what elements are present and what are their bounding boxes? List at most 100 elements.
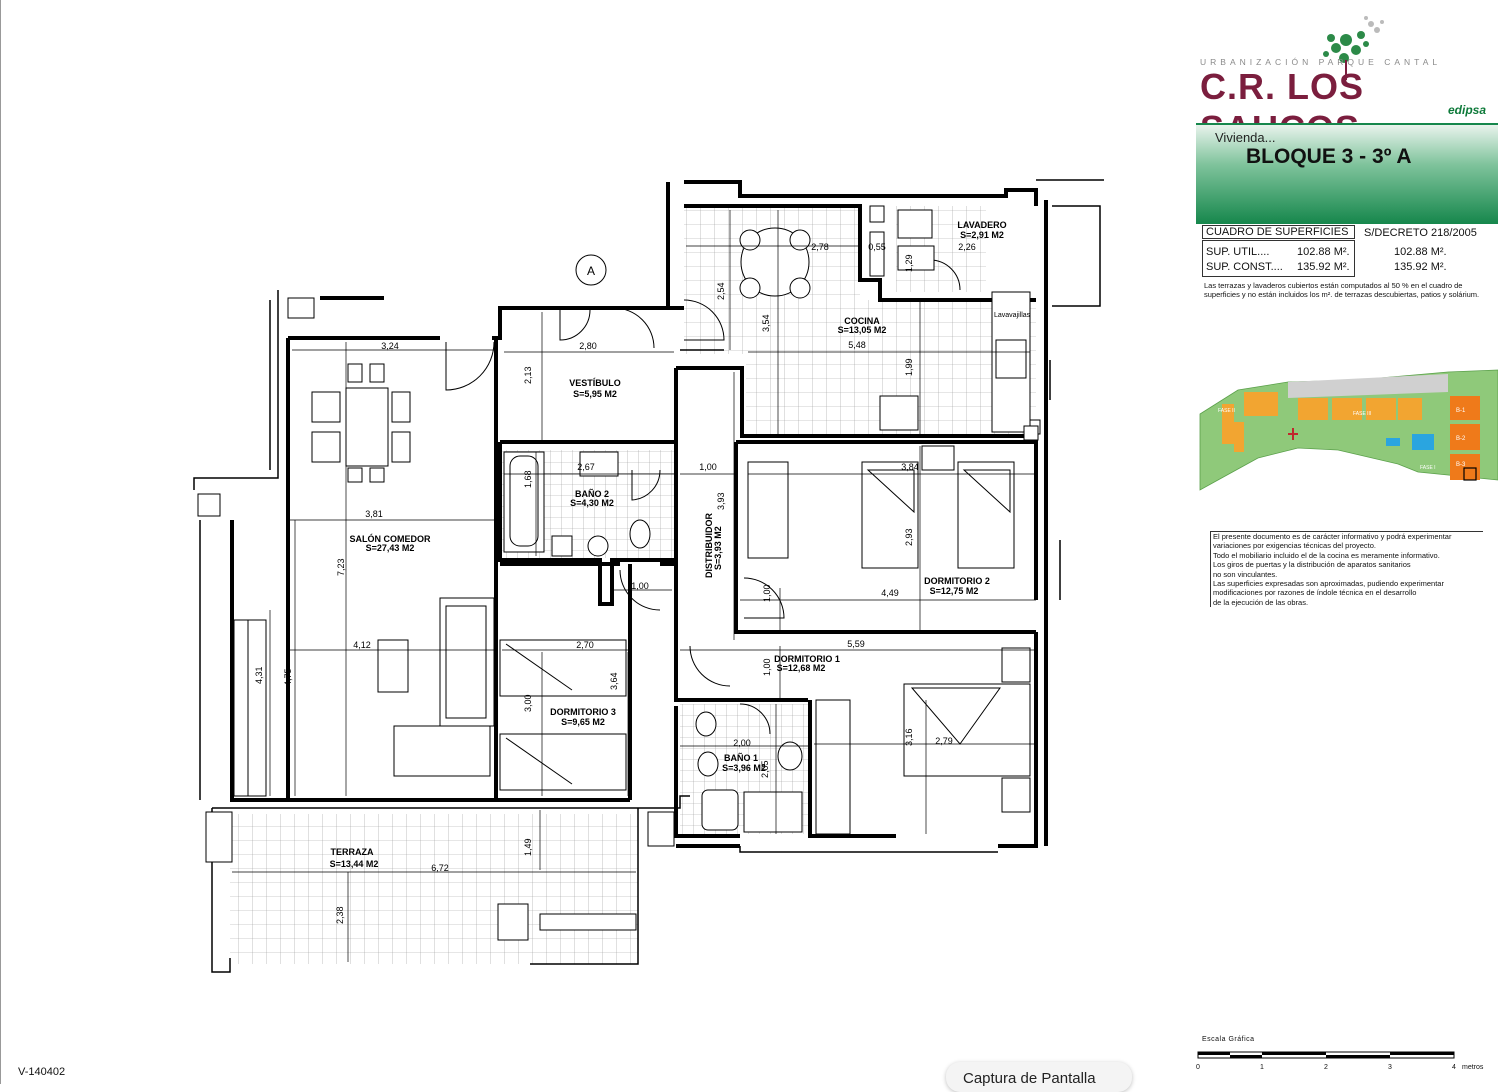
dim: 2,00 [733,738,751,748]
block-label: B-2 [1456,436,1466,442]
room-name: DISTRIBUIDOR [704,513,714,579]
site-plan: FASE II FASE III FASE I B-1 B-2 B-3 [1199,369,1498,491]
room-name: VESTÍBULO [569,378,621,388]
scale-title: Escala Gráfica [1202,1036,1255,1043]
dim: 2,70 [576,640,594,650]
current-block-highlight [1463,467,1477,481]
dim: 2,78 [811,242,829,252]
room-area: S=12,75 M2 [930,586,979,596]
dim: 4,31 [254,666,264,684]
dimension-lines [232,210,1036,962]
surface-label: SUP. UTIL.... [1206,246,1270,258]
room-name: TERRAZA [331,847,374,857]
room-name: LAVADERO [957,220,1006,230]
surfaces-table [1202,240,1355,277]
room-area: S=13,44 M2 [330,859,379,869]
outline [193,179,1104,973]
dim: 3,64 [609,672,619,690]
room-area: S=12,68 M2 [777,663,826,673]
dim: 2,13 [523,366,533,384]
dim: 1,00 [762,658,772,676]
disclaimer-line: variaciones por exigencias técnicas del … [1213,541,1377,551]
room-area: S=3,93 M2 [713,526,723,570]
document-code: V-140402 [18,1066,66,1078]
dim: 5,59 [847,639,865,649]
scale-tick: 2 [1324,1064,1328,1071]
disclaimer-line: modificaciones por razones de índole téc… [1213,588,1417,598]
room-name: BAÑO 2 [575,489,609,499]
room-name: COCINA [844,316,880,326]
developer-logo: edipsa [1448,103,1487,117]
disclaimer-line: El presente documento es de carácter inf… [1213,532,1452,541]
phase-label: FASE III [1353,411,1371,417]
dim: 1,00 [699,462,717,472]
block-label: B-1 [1456,408,1466,414]
disclaimer-line: Los giros de puertas y la distribución d… [1213,560,1411,570]
scale-unit: metros [1462,1064,1484,1071]
dim: 1,49 [523,838,533,856]
section-marker [575,254,607,286]
dimension-labels: 3,24 2,80 2,13 2,78 0,55 2,26 2,54 3,54 … [254,242,976,924]
dim: 1,29 [904,254,914,272]
disclaimer-line: Las superficies expresadas son aproximad… [1213,579,1444,589]
dim: 5,48 [848,340,866,350]
appliance-label: Lavavajillas [994,312,1031,319]
surface-value: 135.92 M². [1297,261,1350,273]
dim: 3,16 [904,728,914,746]
dim: 2,05 [760,760,770,778]
scale-tick: 3 [1388,1064,1392,1071]
room-name: DORMITORIO 1 [774,654,840,664]
phase-label: FASE I [1420,465,1436,471]
unit-header [1196,123,1498,224]
scale-tick: 4 [1452,1064,1456,1071]
surface-decree: 102.88 M². [1394,246,1447,258]
surface-value: 102.88 M². [1297,246,1350,258]
dim: 0,55 [868,242,886,252]
unit-label: Vivienda... [1215,130,1276,145]
brand-logo-tree [1323,16,1384,80]
block-label: B-3 [1456,462,1466,468]
dim: 1,00 [631,581,649,591]
dim: 2,26 [958,242,976,252]
room-name: SALÓN COMEDOR [350,533,432,544]
room-area: S=3,96 M2 [722,763,766,773]
disclaimer-line: Todo el mobiliario incluido el de la coc… [1213,550,1440,560]
dim: 2,79 [935,736,953,746]
surfaces-note: Las terrazas y lavaderos cubiertos están… [1204,281,1480,299]
dim: 3,84 [901,462,919,472]
walls [230,180,1048,848]
section-marker-label: A [587,264,595,278]
brand-subtitle: URBANIZACIÓN PARQUE CANTAL [1200,57,1442,67]
dim: 4,12 [353,640,371,650]
room-name: DORMITORIO 2 [924,576,990,586]
disclaimer-line: de la ejecución de las obras. [1213,597,1309,607]
room-area: S=2,91 M2 [960,230,1004,240]
dim: 2,38 [335,906,345,924]
dim: 1,99 [904,358,914,376]
dim: 1,68 [523,470,533,488]
surfaces-header: CUADRO DE SUPERFICIES [1202,225,1355,239]
room-labels: SALÓN COMEDOR S=27,43 M2 VESTÍBULO S=5,9… [330,220,1031,869]
surface-decree: 135.92 M². [1394,261,1447,273]
furniture [197,205,1041,941]
dim: 3,54 [761,314,771,332]
dim: 3,81 [365,509,383,519]
dim: 2,54 [716,282,726,300]
doors [445,259,961,735]
dim: 7,23 [336,558,346,576]
surface-label: SUP. CONST.... [1206,261,1283,273]
disclaimer: El presente documento es de carácter inf… [1210,531,1483,608]
unit-title: BLOQUE 3 - 3º A [1246,145,1412,168]
decree-header: S/DECRETO 218/2005 [1364,227,1477,239]
dim: 3,24 [381,341,399,351]
dim: 2,93 [904,528,914,546]
dim: 3,93 [716,492,726,510]
dim: 6,72 [431,863,449,873]
room-name: DORMITORIO 3 [550,707,616,717]
phase-label: FASE II [1218,408,1235,414]
scale-tick: 0 [1196,1064,1200,1071]
screenshot-button[interactable]: Captura de Pantalla [946,1062,1132,1092]
room-area: S=4,30 M2 [570,498,614,508]
